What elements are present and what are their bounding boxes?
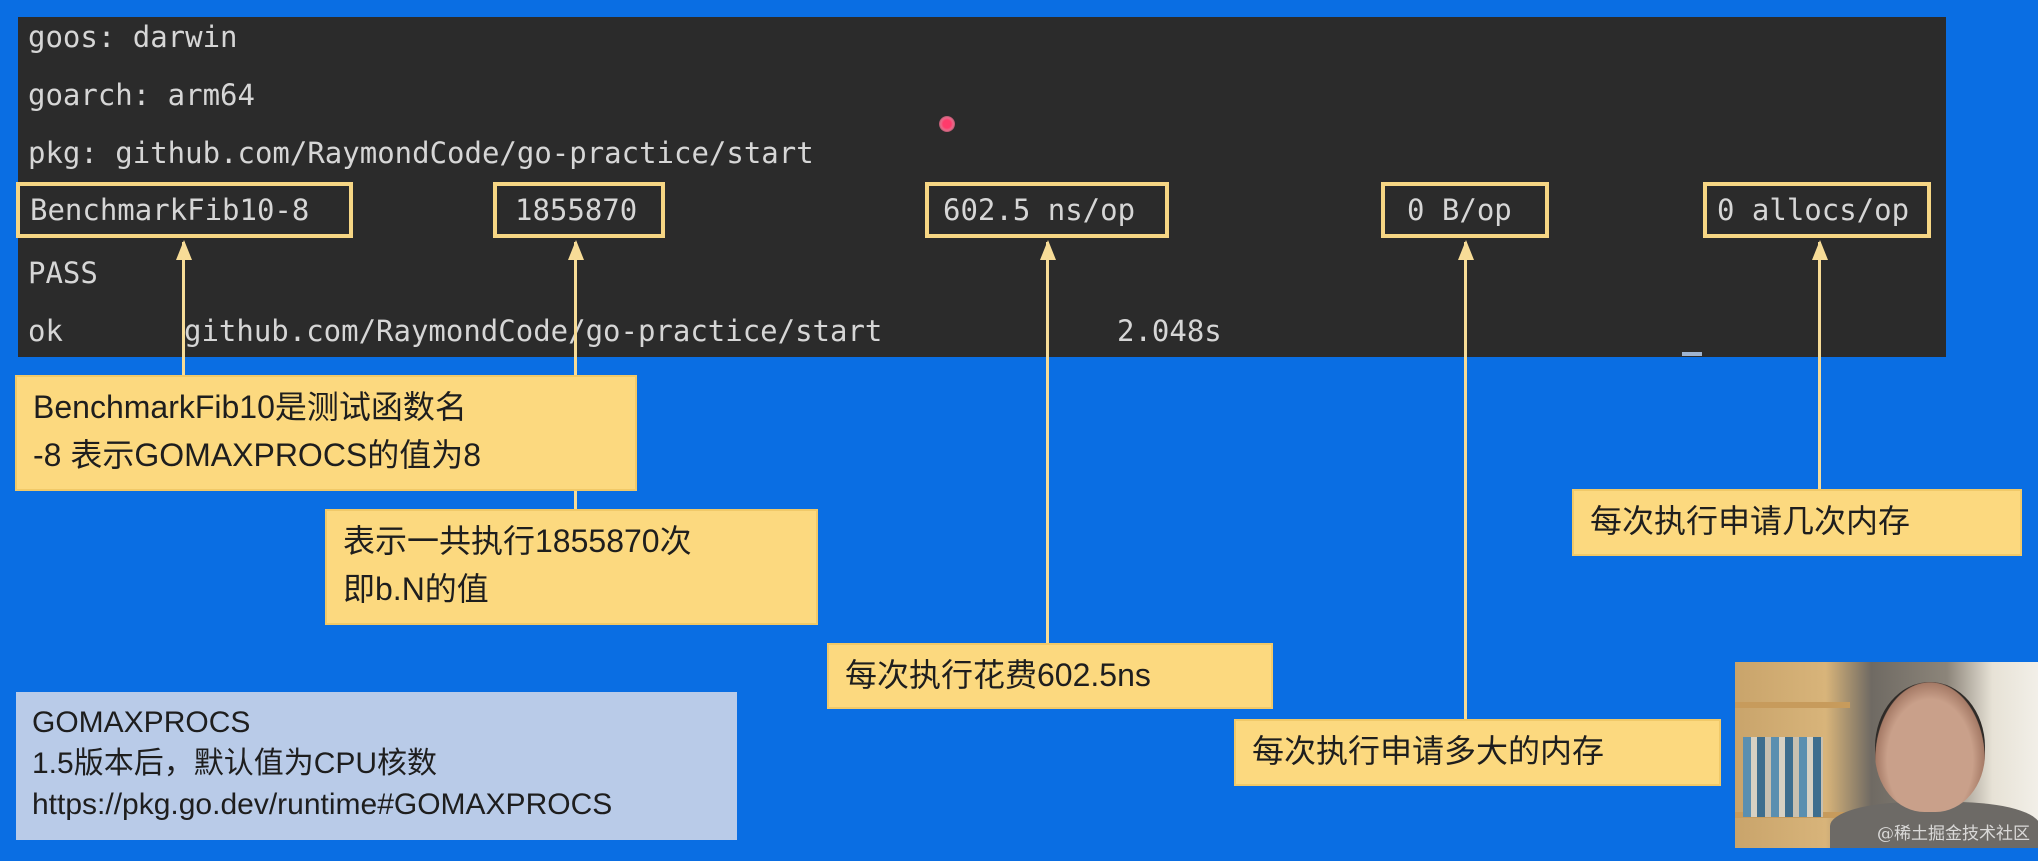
callout-line: -8 表示GOMAXPROCS的值为8 bbox=[33, 437, 482, 473]
pkg-line: pkg: github.com/RaymondCode/go-practice/… bbox=[28, 136, 814, 170]
bookshelf bbox=[1735, 702, 1850, 708]
arrow-allocs-line bbox=[1818, 242, 1821, 490]
arrow-up-icon bbox=[1812, 240, 1828, 260]
callout-ns-per-op: 每次执行花费602.5ns bbox=[827, 643, 1273, 709]
arrow-up-icon bbox=[176, 240, 192, 260]
info-link[interactable]: https://pkg.go.dev/runtime#GOMAXPROCS bbox=[32, 788, 613, 821]
ok-elapsed-time: 2.048s bbox=[1117, 314, 1222, 348]
goos-line: goos: darwin bbox=[28, 20, 238, 54]
arrow-up-icon bbox=[1040, 240, 1056, 260]
benchmark-name-token: BenchmarkFib10-8 bbox=[16, 182, 353, 238]
presenter-head bbox=[1875, 682, 1985, 812]
callout-line: 每次执行申请多大的内存 bbox=[1252, 733, 1605, 769]
terminal-output: goos: darwin goarch: arm64 pkg: github.c… bbox=[16, 17, 1946, 357]
arrow-name-line bbox=[182, 242, 185, 377]
callout-line: 表示一共执行1855870次 bbox=[343, 523, 692, 559]
callout-bytes-per-op: 每次执行申请多大的内存 bbox=[1234, 719, 1721, 786]
info-title: GOMAXPROCS bbox=[32, 706, 251, 739]
callout-line: BenchmarkFib10是测试函数名 bbox=[33, 389, 467, 425]
callout-line: 每次执行申请几次内存 bbox=[1590, 503, 1911, 539]
terminal-caret bbox=[1682, 352, 1702, 356]
ok-status: ok bbox=[28, 314, 63, 348]
callout-line: 每次执行花费602.5ns bbox=[845, 657, 1151, 693]
callout-allocs-per-op: 每次执行申请几次内存 bbox=[1572, 489, 2022, 556]
ns-per-op-token: 602.5 ns/op bbox=[925, 182, 1169, 238]
arrow-up-icon bbox=[568, 240, 584, 260]
bytes-per-op-token: 0 B/op bbox=[1381, 182, 1549, 238]
info-description: 1.5版本后，默认值为CPU核数 bbox=[32, 747, 438, 780]
arrow-up-icon bbox=[1458, 240, 1474, 260]
gomaxprocs-info-box: GOMAXPROCS 1.5版本后，默认值为CPU核数 https://pkg.… bbox=[16, 692, 737, 840]
iterations-token: 1855870 bbox=[493, 182, 665, 238]
arrow-bytes-line bbox=[1464, 242, 1467, 719]
goarch-line: goarch: arm64 bbox=[28, 78, 255, 112]
pass-line: PASS bbox=[28, 256, 98, 290]
arrow-ns-line bbox=[1046, 242, 1049, 644]
books bbox=[1743, 737, 1823, 817]
mouse-pointer-indicator bbox=[939, 116, 955, 132]
allocs-per-op-token: 0 allocs/op bbox=[1703, 182, 1931, 238]
watermark: @稀土掘金技术社区 bbox=[1877, 824, 2030, 844]
callout-benchmark-name: BenchmarkFib10是测试函数名 -8 表示GOMAXPROCS的值为8 bbox=[15, 375, 637, 491]
callout-line: 即b.N的值 bbox=[343, 571, 489, 607]
callout-iterations: 表示一共执行1855870次 即b.N的值 bbox=[325, 509, 818, 625]
ok-package-path: github.com/RaymondCode/go-practice/start bbox=[184, 314, 883, 348]
presenter-webcam: @稀土掘金技术社区 bbox=[1735, 662, 2038, 848]
